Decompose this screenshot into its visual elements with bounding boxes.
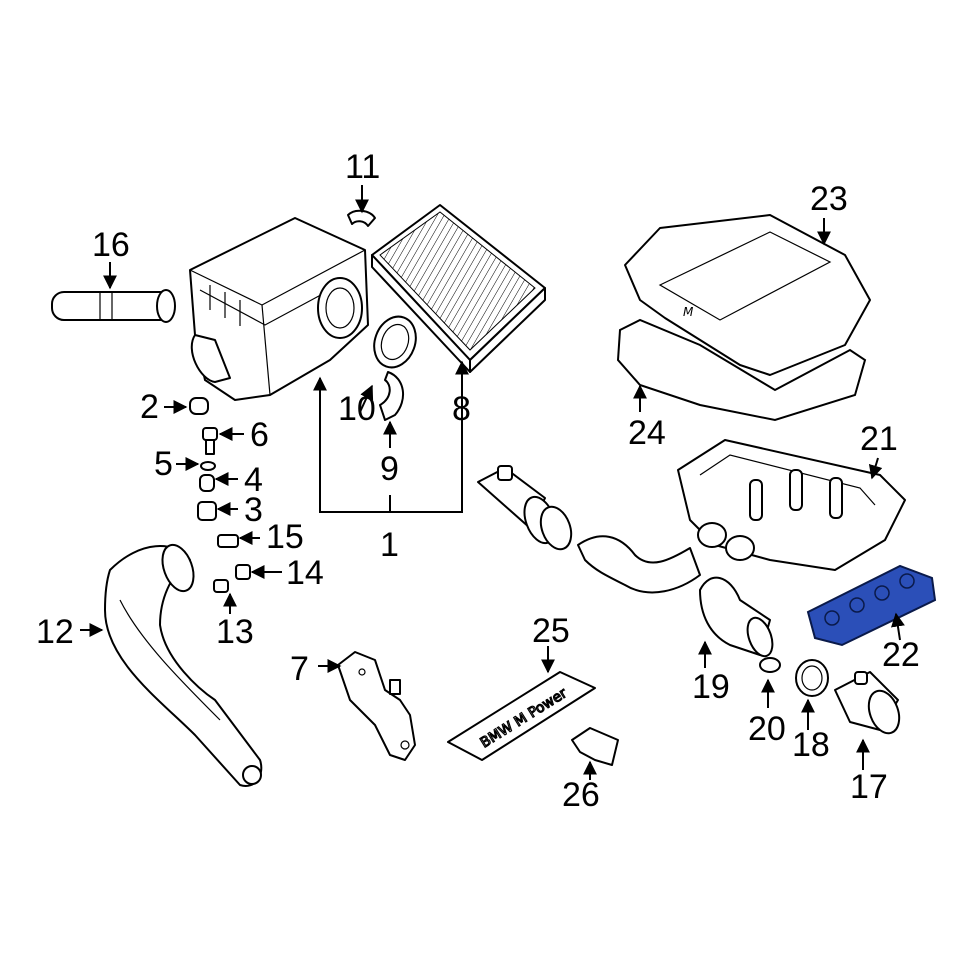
callout-18: 18 xyxy=(792,726,830,764)
retaining-clip xyxy=(347,209,376,227)
callout-23: 23 xyxy=(810,180,848,218)
callout-8: 8 xyxy=(452,390,471,428)
small-fasteners xyxy=(189,397,251,593)
callout-14: 14 xyxy=(286,554,324,592)
callout-5: 5 xyxy=(154,445,173,483)
callout-19: 19 xyxy=(692,668,730,706)
callout-1: 1 xyxy=(380,526,399,564)
callout-6: 6 xyxy=(250,416,269,454)
plenum-gasket-highlighted xyxy=(806,564,937,647)
callout-2: 2 xyxy=(140,388,159,426)
emblem: BMW M Power xyxy=(447,671,596,761)
callout-24: 24 xyxy=(628,414,666,452)
m-badge xyxy=(571,727,619,766)
leader-lines xyxy=(80,185,905,780)
snorkel-tube xyxy=(51,289,176,323)
air-filter xyxy=(371,204,546,373)
cover-badge-text: M xyxy=(683,305,694,319)
callout-11: 11 xyxy=(345,148,380,186)
callout-9: 9 xyxy=(380,450,399,488)
callout-20: 20 xyxy=(748,710,786,748)
mounting-bracket xyxy=(337,651,416,761)
seal-ring xyxy=(373,315,417,369)
mass-air-meter-lower xyxy=(834,671,901,735)
intake-boot xyxy=(577,535,701,594)
large-clamp xyxy=(795,659,829,697)
air-box-housing xyxy=(189,217,369,401)
callout-26: 26 xyxy=(562,776,600,814)
callout-4: 4 xyxy=(244,461,263,499)
callout-25: 25 xyxy=(532,612,570,650)
callout-22: 22 xyxy=(882,636,920,674)
intake-elbow xyxy=(699,576,774,658)
callout-labels: 1 2 3 4 5 6 7 8 9 10 11 12 13 14 15 16 1… xyxy=(36,148,920,814)
hose-clamp-upper xyxy=(539,505,573,551)
callout-15: 15 xyxy=(266,518,304,556)
callout-7: 7 xyxy=(290,650,309,688)
callout-3: 3 xyxy=(244,491,263,529)
engine-cover: M xyxy=(624,214,871,376)
callout-16: 16 xyxy=(92,226,130,264)
callout-10: 10 xyxy=(338,390,376,428)
callout-21: 21 xyxy=(860,420,898,458)
small-clamp xyxy=(759,657,781,673)
callout-12: 12 xyxy=(36,613,74,651)
callout-13: 13 xyxy=(216,613,254,651)
callout-17: 17 xyxy=(850,768,888,806)
intake-duct xyxy=(104,543,263,787)
intake-plenum xyxy=(677,439,906,571)
cover-gasket xyxy=(616,318,867,422)
retaining-strap xyxy=(379,371,404,421)
